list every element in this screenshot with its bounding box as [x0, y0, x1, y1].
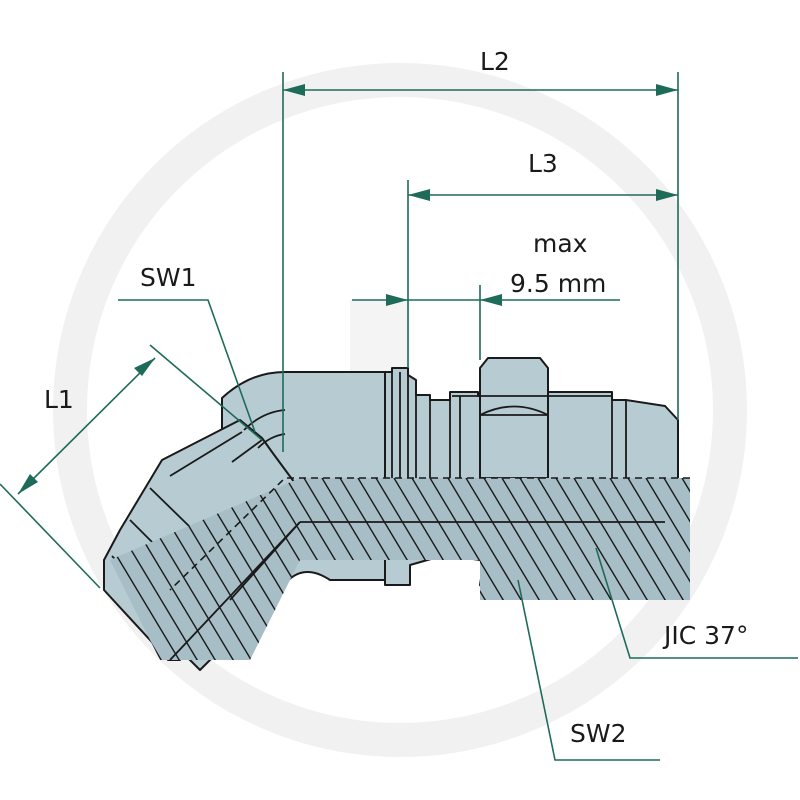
hatch-line [627, 478, 690, 660]
hatch-line [591, 478, 690, 660]
center-line [169, 477, 690, 591]
hatch-line [772, 478, 800, 678]
hatch-line [609, 478, 690, 660]
label-max-value: 9.5 mm [510, 269, 606, 298]
label-sw2: SW2 [570, 719, 627, 748]
dimension-lines [0, 72, 798, 761]
label-sw1: SW1 [140, 263, 197, 292]
label-l2: L2 [480, 47, 510, 76]
label-jic: JIC 37° [662, 621, 748, 650]
hatch-line [0, 478, 64, 678]
hatch-line [110, 478, 191, 660]
hatch-line [645, 478, 690, 660]
hatch-line [0, 478, 10, 678]
label-l1: L1 [44, 385, 74, 414]
labels: L2 L3 max 9.5 mm SW1 L1 JIC 37° SW2 [44, 47, 748, 748]
hatch-line [790, 478, 800, 678]
label-max: max [533, 229, 587, 258]
fitting-body [0, 357, 800, 678]
hatch-line [663, 478, 690, 660]
hatch-line [754, 478, 800, 678]
label-l3: L3 [528, 149, 558, 178]
hatch-line [110, 478, 209, 660]
